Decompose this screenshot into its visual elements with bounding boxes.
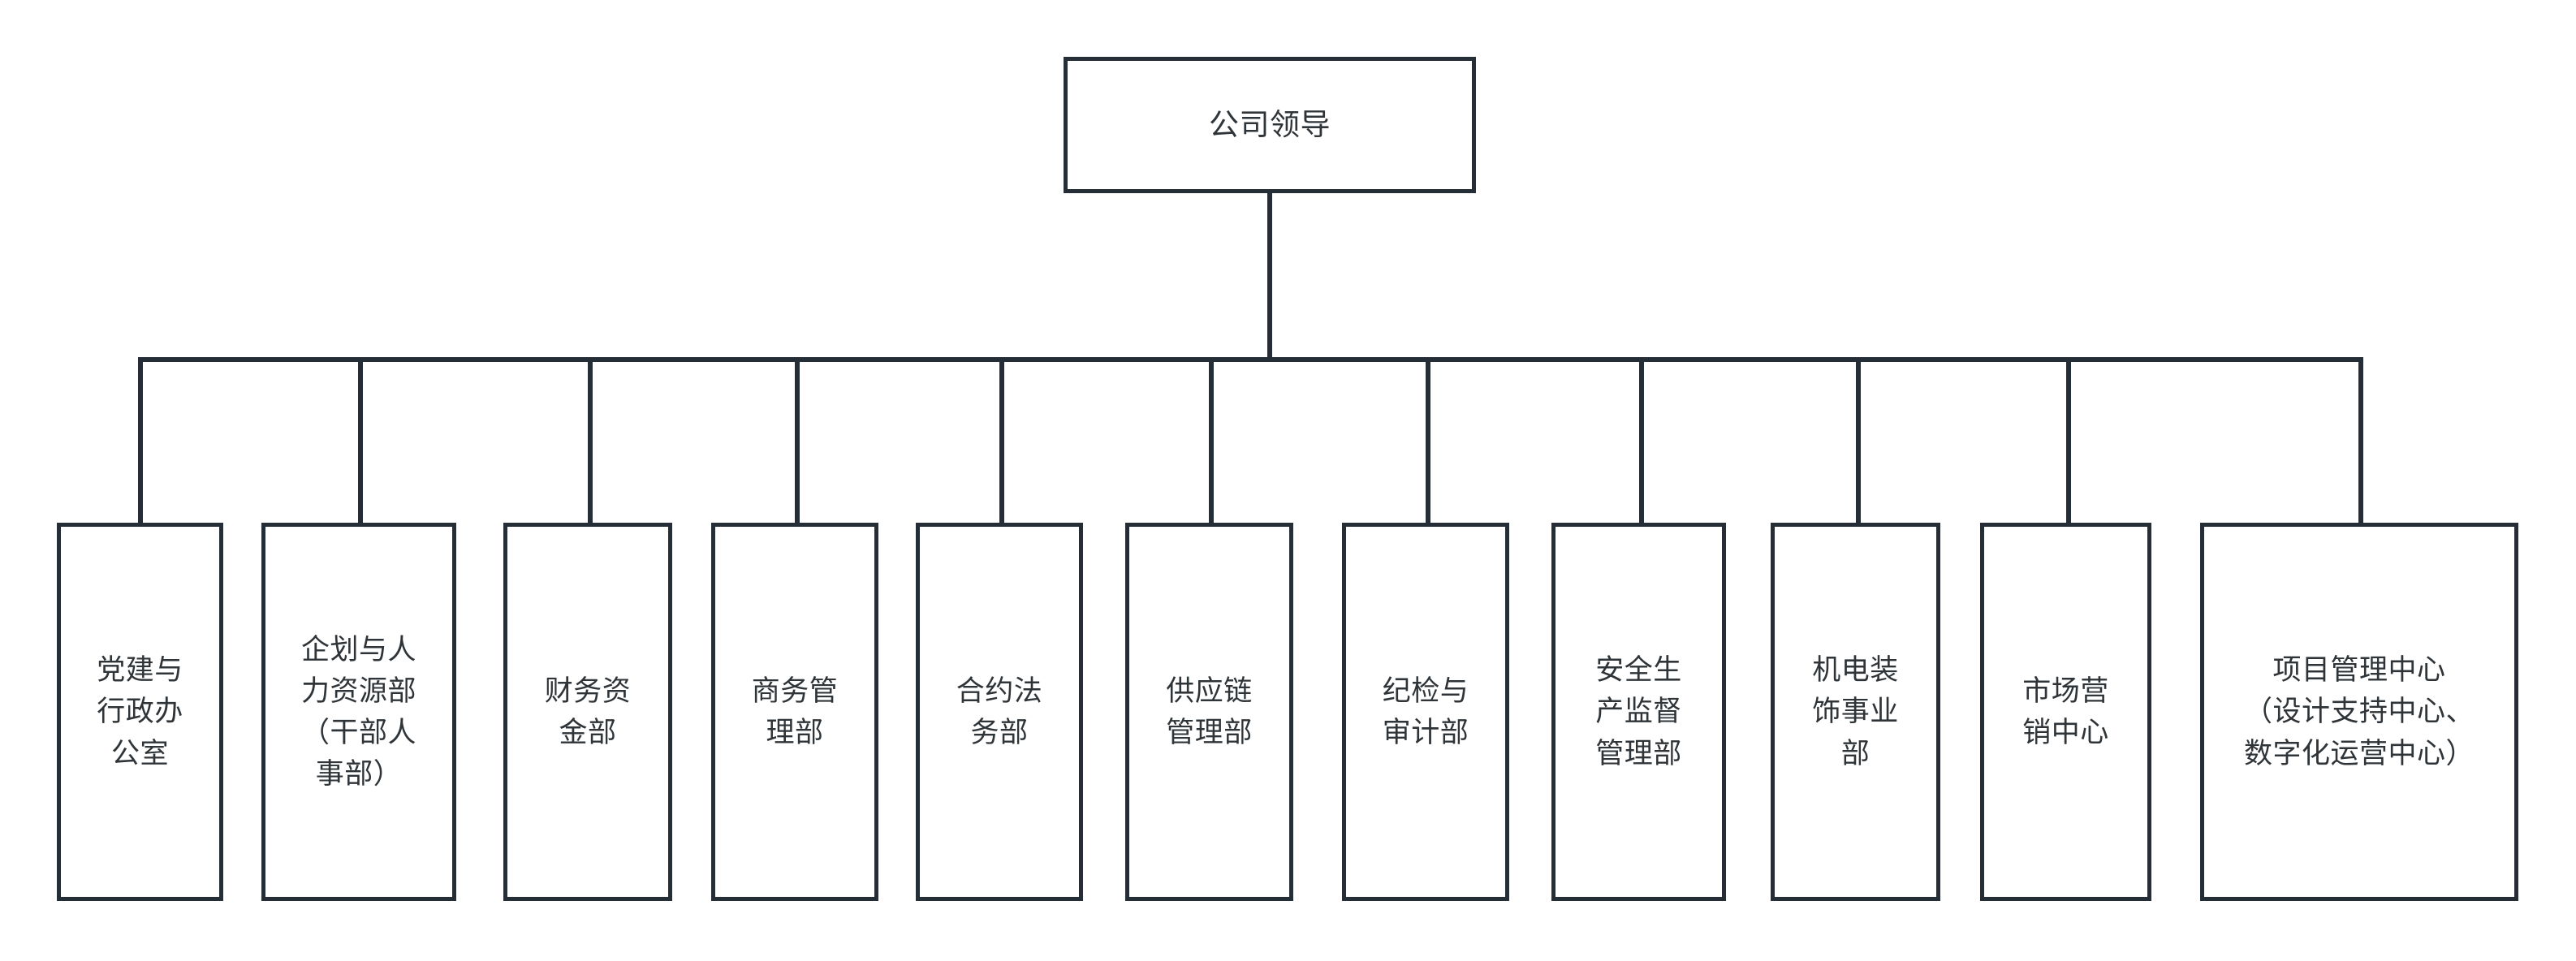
org-node-department-label: 市场营 销中心 bbox=[2022, 674, 2109, 748]
org-node-department-label: 机电装 饰事业 部 bbox=[1812, 654, 1899, 769]
org-node-department-label: 商务管 理部 bbox=[751, 674, 839, 748]
org-node-department-label: 党建与 行政办 公室 bbox=[97, 654, 183, 769]
org-node-department-label: 企划与人 力资源部 （干部人 事部） bbox=[300, 633, 416, 791]
connector-drop-line bbox=[2358, 357, 2363, 523]
connector-root-stub bbox=[1267, 193, 1272, 362]
org-node-department[interactable]: 企划与人 力资源部 （干部人 事部） bbox=[261, 523, 456, 901]
org-node-department[interactable]: 机电装 饰事业 部 bbox=[1771, 523, 1940, 901]
org-node-department[interactable]: 市场营 销中心 bbox=[1980, 523, 2151, 901]
org-node-department[interactable]: 财务资 金部 bbox=[503, 523, 672, 901]
connector-drop-line bbox=[795, 357, 800, 523]
connector-drop-line bbox=[358, 357, 363, 523]
org-node-root-label: 公司领导 bbox=[1209, 107, 1331, 141]
org-node-department[interactable]: 安全生 产监督 管理部 bbox=[1551, 523, 1726, 901]
org-node-department-label: 财务资 金部 bbox=[544, 674, 632, 748]
connector-drop-line bbox=[588, 357, 593, 523]
org-node-department[interactable]: 纪检与 审计部 bbox=[1342, 523, 1509, 901]
connector-drop-line bbox=[2066, 357, 2071, 523]
org-node-department[interactable]: 合约法 务部 bbox=[916, 523, 1083, 901]
org-node-department-label: 合约法 务部 bbox=[956, 674, 1043, 748]
connector-drop-line bbox=[138, 357, 143, 523]
connector-drop-line bbox=[1209, 357, 1214, 523]
org-node-department[interactable]: 供应链 管理部 bbox=[1125, 523, 1293, 901]
org-node-department[interactable]: 商务管 理部 bbox=[711, 523, 878, 901]
org-node-department[interactable]: 项目管理中心 （设计支持中心、 数字化运营中心） bbox=[2200, 523, 2518, 901]
connector-drop-line bbox=[1856, 357, 1861, 523]
org-node-department-label: 供应链 管理部 bbox=[1166, 674, 1253, 748]
org-node-department-label: 安全生 产监督 管理部 bbox=[1595, 654, 1682, 769]
org-node-root[interactable]: 公司领导 bbox=[1064, 57, 1476, 193]
org-node-department-label: 项目管理中心 （设计支持中心、 数字化运营中心） bbox=[2243, 654, 2475, 769]
connector-drop-line bbox=[1426, 357, 1430, 523]
connector-horizontal-bus bbox=[138, 357, 2363, 362]
org-node-department[interactable]: 党建与 行政办 公室 bbox=[57, 523, 223, 901]
connector-drop-line bbox=[999, 357, 1004, 523]
connector-drop-line bbox=[1639, 357, 1644, 523]
org-node-department-label: 纪检与 审计部 bbox=[1382, 674, 1469, 748]
